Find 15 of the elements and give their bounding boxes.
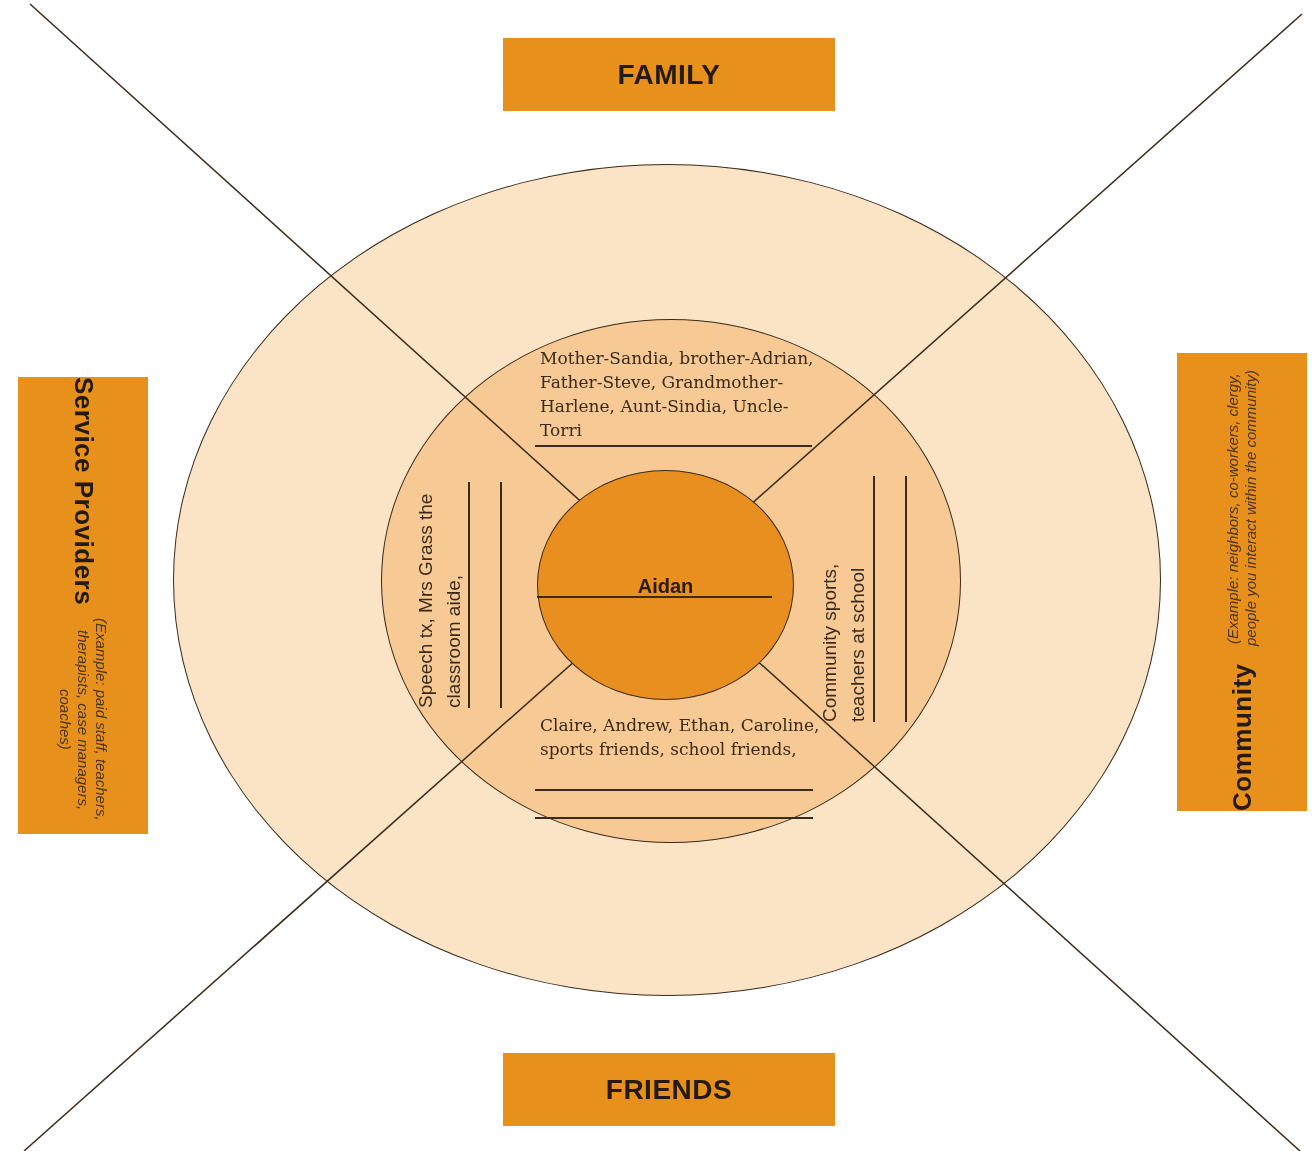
entry-text: Community sports, teachers at school xyxy=(818,562,869,722)
entry-text: Speech tx, Mrs Grass the classroom aide, xyxy=(414,492,465,708)
entry-text: Mother-Sandia, brother-Adrian, Father-Steve, Grandmother-Harlene, Aunt-Sindia, Uncle- Torri xyxy=(540,347,815,442)
category-box xyxy=(18,377,148,834)
category-box xyxy=(503,1053,835,1126)
entry-text: Claire, Andrew, Ethan, Caroline, sports friends, school friends, xyxy=(540,714,820,761)
category-box xyxy=(503,38,835,111)
category-note: (Example: paid staff, teachers, therapists, case managers, coaches) xyxy=(56,617,110,823)
person-name: Aidan xyxy=(637,575,694,597)
category-note: (Example: neighbors, co-workers, clergy, people you interact within the community) xyxy=(1224,369,1260,649)
category-title: FAMILY xyxy=(617,58,721,91)
category-title: Service Providers xyxy=(67,377,99,606)
category-title: Community xyxy=(1226,663,1258,811)
category-title: FRIENDS xyxy=(605,1073,733,1106)
category-box xyxy=(1177,353,1307,811)
